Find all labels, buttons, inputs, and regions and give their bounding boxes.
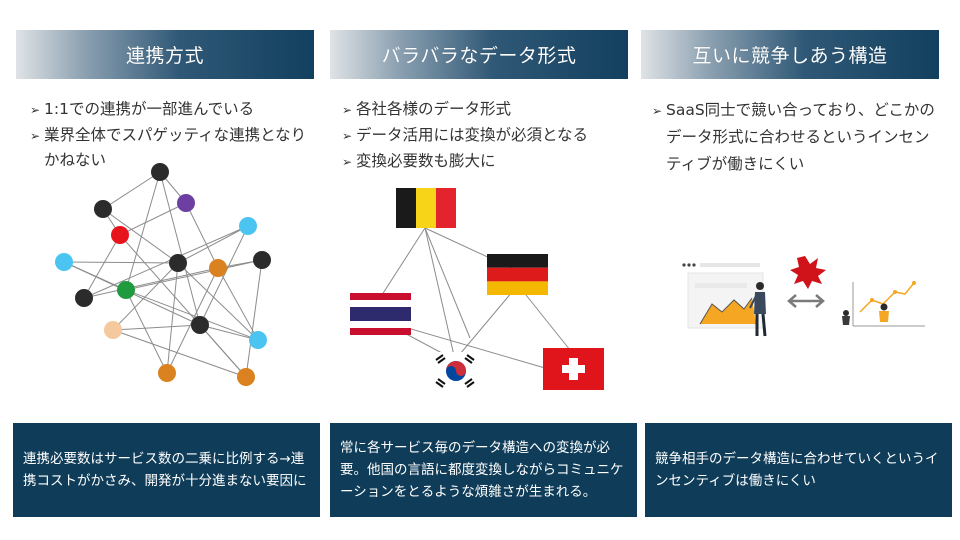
bullet-item: ➢変換必要数も膨大に (342, 149, 632, 175)
arrow-bullet-icon: ➢ (30, 129, 41, 143)
bullet-item: ➢データ活用には変換が必須となる (342, 123, 632, 149)
arrow-bullet-icon: ➢ (342, 103, 353, 117)
bullet-list-integration: ➢1:1での連携が一部進んでいる ➢業界全体でスパゲッティな連携となりかねない (30, 97, 320, 173)
header-data-format: バラバラなデータ形式 (330, 30, 628, 79)
arrow-bullet-icon: ➢ (652, 104, 663, 118)
bullet-item: ➢SaaS同士で競い合っており、どこかのデータ形式に合わせるというインセンティブ… (652, 97, 937, 178)
arrow-bullet-icon: ➢ (342, 129, 353, 143)
header-competition: 互いに競争しあう構造 (641, 30, 939, 79)
bullet-list-data-format: ➢各社各様のデータ形式 ➢データ活用には変換が必須となる ➢変換必要数も膨大に (342, 97, 632, 175)
footer-data-format: 常に各サービス毎のデータ構造への変換が必要。他国の言語に都度変換しながらコミュニ… (330, 423, 637, 517)
bullet-item: ➢1:1での連携が一部進んでいる (30, 97, 320, 123)
germany-flag-icon (487, 254, 548, 295)
double-arrow-icon (787, 294, 825, 308)
header-integration-method: 連携方式 (16, 30, 314, 79)
chart-board-left (682, 263, 764, 329)
footer-competition: 競争相手のデータ構造に合わせていくというインセンティブは働きにくい (645, 423, 952, 517)
person-figure (749, 282, 767, 337)
bullet-list-competition: ➢SaaS同士で競い合っており、どこかのデータ形式に合わせるというインセンティブ… (652, 97, 937, 178)
belgium-flag-icon (396, 188, 456, 228)
explosion-icon (790, 256, 826, 289)
arrow-bullet-icon: ➢ (30, 103, 41, 117)
footer-integration: 連携必要数はサービス数の二乗に比例する→連携コストがかさみ、開発が十分進まない要… (13, 423, 320, 517)
thailand-flag-icon (350, 293, 411, 335)
arrow-bullet-icon: ➢ (342, 155, 353, 169)
bullet-item: ➢業界全体でスパゲッティな連携となりかねない (30, 123, 320, 173)
switzerland-flag-icon (543, 348, 604, 390)
bullet-item: ➢各社各様のデータ形式 (342, 97, 632, 123)
chart-right (842, 281, 925, 327)
korea-flag-icon (430, 352, 482, 390)
